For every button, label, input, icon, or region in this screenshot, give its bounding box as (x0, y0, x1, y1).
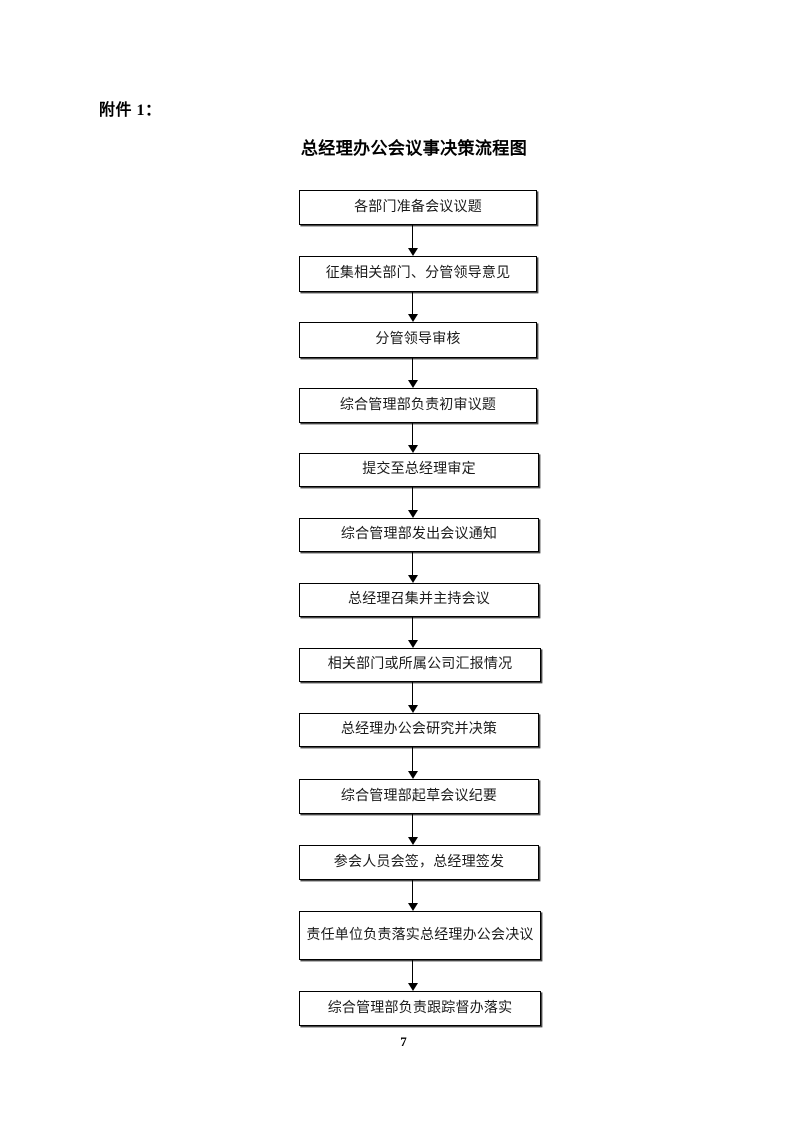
flow-connector-arrow (407, 292, 418, 322)
connector-line (411, 292, 414, 315)
flowchart-step-label: 综合管理部发出会议通知 (340, 527, 498, 542)
flow-connector-arrow (407, 225, 418, 256)
arrowhead-icon (407, 445, 418, 453)
flowchart-step-8: 相关部门或所属公司汇报情况 (299, 648, 541, 682)
flow-connector-arrow (407, 617, 418, 648)
arrowhead-icon (407, 640, 418, 648)
connector-line (411, 617, 414, 641)
flowchart-step-label: 总经理召集并主持会议 (348, 592, 490, 607)
connector-line (411, 358, 414, 381)
connector-line (411, 225, 414, 249)
connector-line (411, 814, 414, 838)
connector-line (411, 682, 414, 706)
page-number: 7 (400, 1034, 407, 1049)
flowchart-step-6: 综合管理部发出会议通知 (299, 518, 539, 552)
flowchart-step-label: 征集相关部门、分管领导意见 (325, 266, 511, 281)
flowchart-step-label: 提交至总经理审定 (362, 462, 476, 477)
flow-connector-arrow (407, 423, 418, 453)
flowchart-step-12: 责任单位负责落实总经理办公会决议 (299, 911, 541, 960)
arrowhead-icon (407, 380, 418, 388)
connector-line (411, 552, 414, 576)
flowchart-step-4: 综合管理部负责初审议题 (299, 388, 537, 423)
flowchart-step-2: 征集相关部门、分管领导意见 (299, 256, 537, 292)
flow-connector-arrow (407, 487, 418, 518)
flow-connector-arrow (407, 747, 418, 779)
flowchart-step-label: 相关部门或所属公司汇报情况 (327, 657, 513, 672)
flowchart-step-label: 综合管理部负责跟踪督办落实 (327, 1000, 513, 1016)
arrowhead-icon (407, 837, 418, 845)
flowchart-step-label: 分管领导审核 (375, 332, 461, 347)
attachment-label: 附件 1： (99, 102, 162, 119)
flowchart-step-label: 各部门准备会议议题 (354, 199, 482, 215)
page-title: 总经理办公会议事决策流程图 (300, 139, 528, 158)
arrowhead-icon (407, 771, 418, 779)
arrowhead-icon (407, 314, 418, 322)
flow-connector-arrow (407, 814, 418, 845)
connector-line (411, 487, 414, 511)
flowchart-step-11: 参会人员会签，总经理签发 (299, 845, 539, 880)
flow-connector-arrow (407, 960, 418, 991)
flowchart-step-label: 综合管理部起草会议纪要 (340, 788, 498, 804)
connector-line (411, 747, 414, 772)
flowchart-step-label: 总经理办公会研究并决策 (340, 722, 498, 737)
connector-line (411, 960, 414, 984)
flowchart-step-label: 参会人员会签，总经理签发 (333, 854, 505, 870)
flow-connector-arrow (407, 358, 418, 388)
flowchart-step-3: 分管领导审核 (299, 322, 537, 358)
flowchart-step-7: 总经理召集并主持会议 (299, 583, 539, 617)
flowchart-step-label: 综合管理部负责初审议题 (339, 397, 497, 413)
flow-connector-arrow (407, 682, 418, 713)
flowchart-step-label: 责任单位负责落实总经理办公会决议 (306, 928, 534, 943)
arrowhead-icon (407, 705, 418, 713)
connector-line (411, 880, 414, 904)
arrowhead-icon (407, 575, 418, 583)
flowchart-step-10: 综合管理部起草会议纪要 (299, 779, 539, 814)
flowchart-step-9: 总经理办公会研究并决策 (299, 713, 539, 747)
flow-connector-arrow (407, 880, 418, 911)
flowchart-step-5: 提交至总经理审定 (299, 453, 539, 487)
arrowhead-icon (407, 248, 418, 256)
flow-connector-arrow (407, 552, 418, 583)
connector-line (411, 423, 414, 446)
arrowhead-icon (407, 983, 418, 991)
flowchart-step-1: 各部门准备会议议题 (299, 190, 537, 225)
flowchart-step-13: 综合管理部负责跟踪督办落实 (299, 991, 541, 1026)
arrowhead-icon (407, 510, 418, 518)
arrowhead-icon (407, 903, 418, 911)
